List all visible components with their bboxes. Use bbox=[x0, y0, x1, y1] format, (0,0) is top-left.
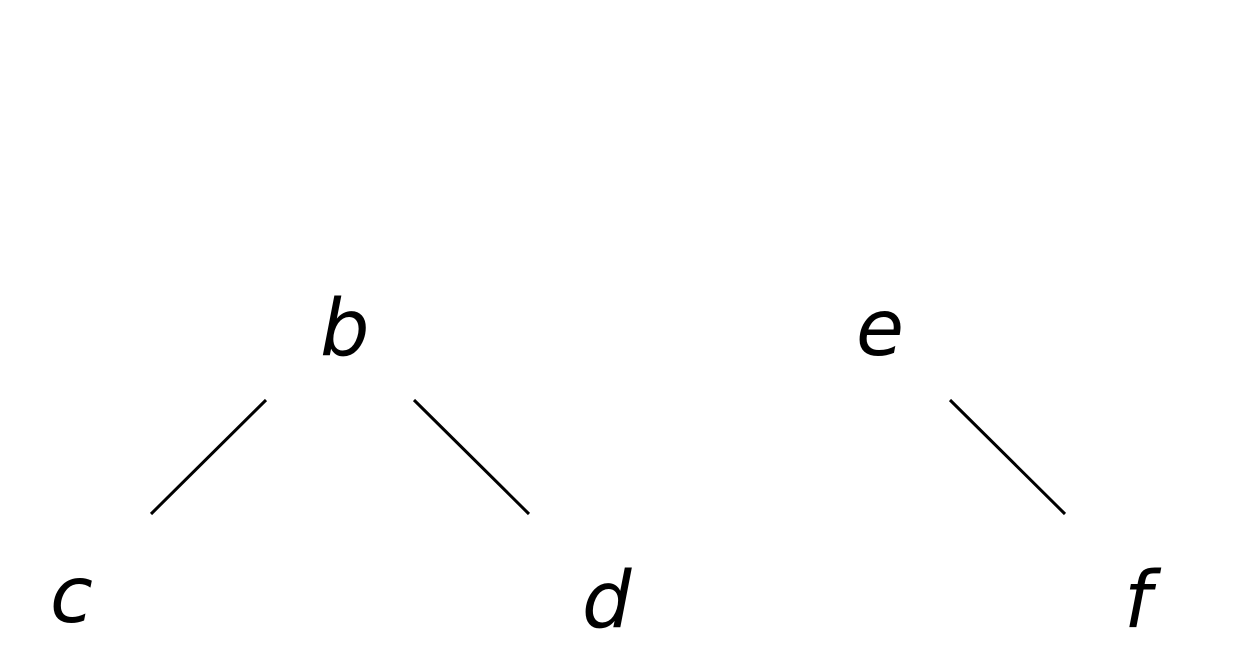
edge-e-f bbox=[948, 398, 1067, 516]
edge-b-c bbox=[149, 398, 268, 516]
node-b: b bbox=[320, 284, 370, 374]
edge-b-d bbox=[412, 398, 531, 516]
node-c: c bbox=[50, 551, 93, 641]
node-e: e bbox=[856, 284, 904, 374]
node-f: f bbox=[1124, 556, 1152, 646]
node-d: d bbox=[582, 556, 632, 646]
